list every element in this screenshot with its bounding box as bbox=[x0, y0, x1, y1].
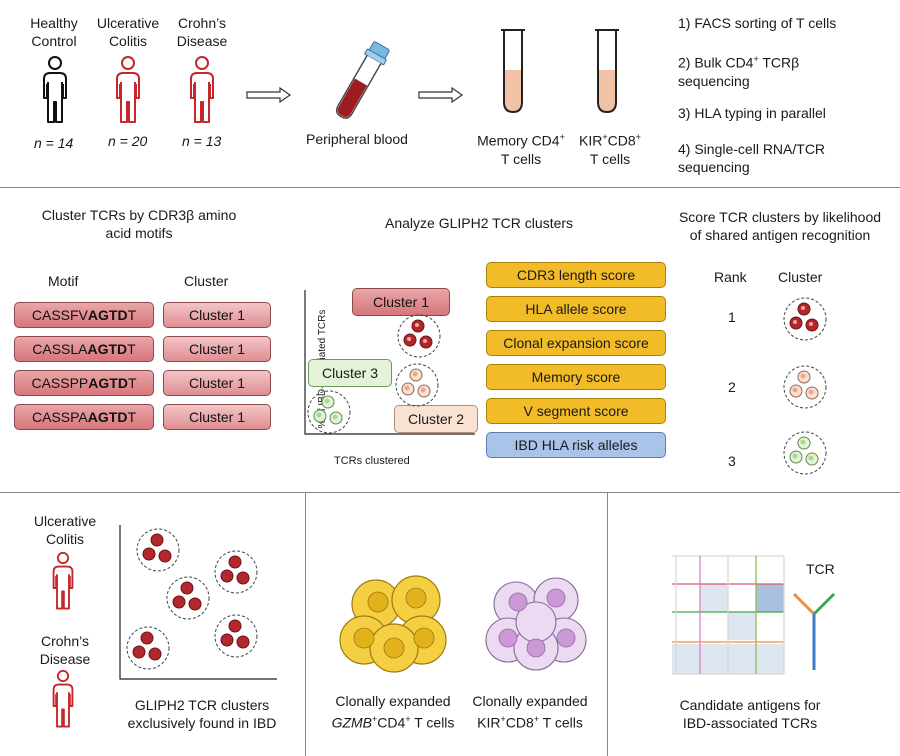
tube-icon-cd4 bbox=[501, 29, 525, 114]
score-box-hla: IBD HLA risk alleles bbox=[486, 432, 666, 458]
cluster-header: Cluster bbox=[184, 273, 229, 289]
motif-pill: CASSLAAGTDT bbox=[14, 336, 154, 362]
antigen-grid bbox=[672, 555, 785, 675]
person-icon-healthy bbox=[43, 56, 67, 123]
gliph-section-title: Analyze GLIPH2 TCR clusters bbox=[385, 215, 574, 231]
n-uc: n = 20 bbox=[108, 133, 148, 149]
motif-pill: CASSPAAGTDT bbox=[14, 404, 154, 430]
cluster-pill: Cluster 1 bbox=[163, 302, 271, 328]
arrow-icon-1 bbox=[246, 86, 292, 104]
plot-x-axis-label: TCRs clustered bbox=[334, 455, 410, 467]
score-box: HLA allele score bbox=[486, 296, 666, 322]
divider-top bbox=[0, 187, 900, 188]
plot-cluster-1-cells bbox=[397, 314, 441, 358]
step-3: 3) HLA typing in parallel bbox=[678, 105, 826, 121]
rank-number: 1 bbox=[728, 309, 736, 325]
tube-icon-cd8 bbox=[595, 29, 619, 114]
cluster-pill: Cluster 1 bbox=[163, 336, 271, 362]
motif-pill: CASSFVAGTDT bbox=[14, 302, 154, 328]
cluster-pill: Cluster 1 bbox=[163, 404, 271, 430]
step-1: 1) FACS sorting of T cells bbox=[678, 15, 837, 31]
plot-cluster-1-label: Cluster 1 bbox=[352, 288, 450, 316]
person-icon-cd bbox=[190, 56, 214, 123]
ibd-cluster bbox=[136, 528, 180, 572]
score-box: CDR3 length score bbox=[486, 262, 666, 288]
blood-tube-icon bbox=[335, 41, 390, 119]
tcr-label: TCR bbox=[806, 561, 835, 577]
tube-label-cd8: KIR+CD8+ T cells bbox=[579, 132, 641, 167]
rank-cluster-header: Cluster bbox=[778, 269, 823, 285]
plot-axes bbox=[304, 290, 475, 435]
plot-cluster-2-label: Cluster 2 bbox=[394, 405, 478, 433]
step-2: 2) Bulk CD4+ TCRβ sequencing bbox=[678, 54, 800, 89]
motif-pill: CASSPPAGTDT bbox=[14, 370, 154, 396]
cd4-caption: Clonally expanded GZMB+CD4+ T cells bbox=[331, 693, 455, 731]
plot-cluster-3-cells bbox=[307, 390, 351, 434]
cd8-expanded-cells bbox=[485, 577, 587, 671]
person-icon-uc bbox=[116, 56, 140, 123]
person-icon-uc-small bbox=[52, 551, 74, 610]
cd8-caption: Clonally expanded KIR+CD8+ T cells bbox=[472, 693, 588, 731]
plot-cluster-3-label: Cluster 3 bbox=[308, 359, 392, 387]
divider-bottom bbox=[0, 492, 900, 493]
motif-header: Motif bbox=[48, 273, 79, 289]
ibd-cluster bbox=[126, 626, 170, 670]
n-cd: n = 13 bbox=[182, 133, 222, 149]
rank-1-cells bbox=[783, 297, 827, 341]
divider-v1 bbox=[305, 493, 306, 756]
rank-3-cells bbox=[783, 431, 827, 475]
ibd-cluster bbox=[214, 614, 258, 658]
rank-number: 2 bbox=[728, 379, 736, 395]
n-healthy: n = 14 bbox=[34, 135, 74, 151]
ibd-cluster bbox=[166, 576, 210, 620]
score-box: V segment score bbox=[486, 398, 666, 424]
ibd-cluster-scatter bbox=[119, 525, 277, 680]
cluster-pill: Cluster 1 bbox=[163, 370, 271, 396]
person-icon-cd-small bbox=[52, 669, 74, 728]
divider-v2 bbox=[607, 493, 608, 756]
plot-cluster-2-cells bbox=[395, 363, 439, 407]
arrow-icon-2 bbox=[418, 86, 464, 104]
rank-header: Rank bbox=[714, 269, 747, 285]
blood-label: Peripheral blood bbox=[306, 131, 408, 147]
rank-2-cells bbox=[783, 365, 827, 409]
rank-number: 3 bbox=[728, 453, 736, 469]
score-box: Memory score bbox=[486, 364, 666, 390]
tube-label-cd4: Memory CD4+ T cells bbox=[477, 132, 565, 167]
cd4-expanded-cells bbox=[339, 575, 447, 673]
ibd-cluster bbox=[214, 550, 258, 594]
score-box: Clonal expansion score bbox=[486, 330, 666, 356]
tcr-icon bbox=[792, 592, 836, 670]
